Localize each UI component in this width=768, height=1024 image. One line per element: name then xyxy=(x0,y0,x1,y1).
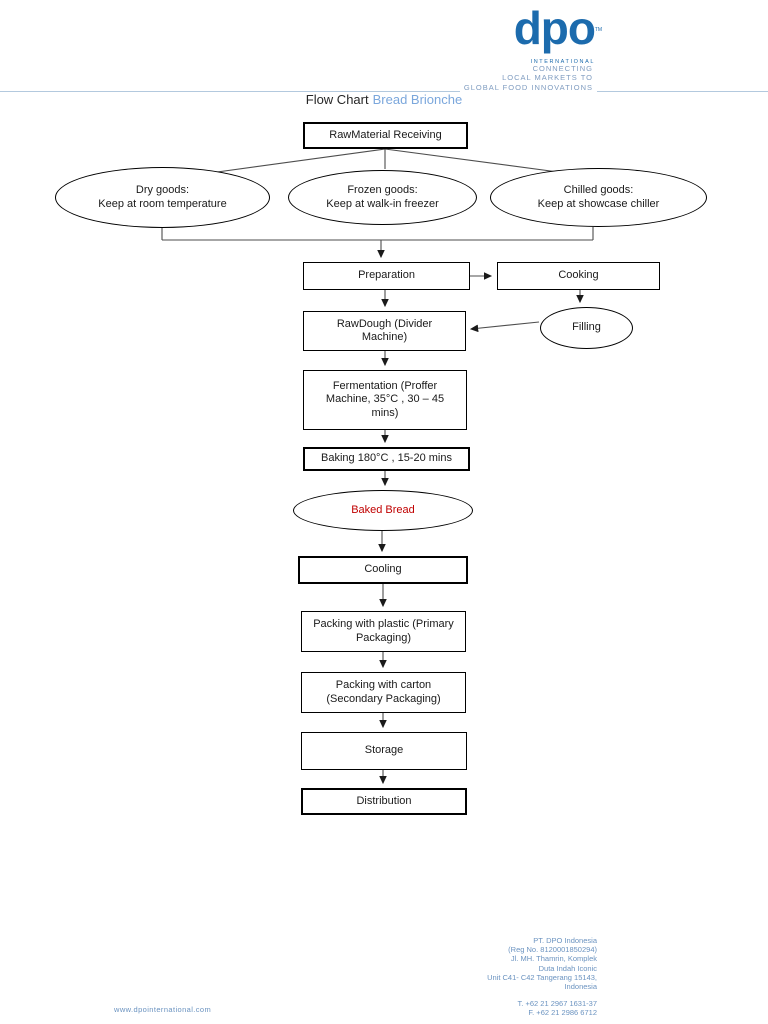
tagline-line: LOCAL MARKETS TO xyxy=(502,73,593,83)
page-title-highlight: Bread Brionche xyxy=(372,92,463,107)
flow-node-dry-goods: Dry goods: Keep at room temperature xyxy=(55,167,270,228)
address-line: (Reg No. 8120001850294) xyxy=(508,945,597,955)
flow-node-preparation: Preparation xyxy=(303,262,470,290)
company-address-block: PT. DPO Indonesia (Reg No. 8120001850294… xyxy=(487,936,597,1018)
flow-node-cooling: Cooling xyxy=(298,556,468,584)
address-line: Duta Indah Iconic xyxy=(538,963,597,973)
tagline-line: CONNECTING xyxy=(532,64,593,73)
flow-node-baking: Baking 180°C , 15-20 mins xyxy=(303,447,470,471)
address-line: Indonesia xyxy=(564,982,597,992)
flow-node-filling: Filling xyxy=(540,307,633,349)
address-line: Unit C41- C42 Tangerang 15143, xyxy=(487,972,597,982)
connector-lines xyxy=(161,148,594,785)
phone-fax-block: T. +62 21 2967 1631-37 F. +62 21 2986 67… xyxy=(487,999,597,1017)
flow-node-fermentation: Fermentation (Proffer Machine, 35°C , 30… xyxy=(303,370,467,430)
flow-node-storage: Storage xyxy=(301,732,467,770)
header-divider xyxy=(0,91,768,92)
flow-node-raw-dough: RawDough (Divider Machine) xyxy=(303,311,466,351)
dpo-logo-text: dpo xyxy=(513,2,596,54)
flow-node-raw-material-receiving: RawMaterial Receiving xyxy=(303,122,468,149)
fax-line: F. +62 21 2986 6712 xyxy=(528,1008,597,1018)
flow-node-chilled-goods: Chilled goods: Keep at showcase chiller xyxy=(490,168,707,227)
dpo-tagline: CONNECTING LOCAL MARKETS TO GLOBAL FOOD … xyxy=(459,64,597,93)
flow-node-packing-secondary: Packing with carton (Secondary Packaging… xyxy=(301,672,466,713)
flow-node-frozen-goods: Frozen goods: Keep at walk-in freezer xyxy=(288,170,477,225)
website-link[interactable]: www.dpointernational.com xyxy=(114,1005,212,1014)
page-title-prefix: Flow Chart xyxy=(305,92,369,107)
address-line: PT. DPO Indonesia xyxy=(533,936,597,945)
address-line: Jl. MH. Thamrin, Komplek xyxy=(510,954,597,964)
flow-node-baked-bread: Baked Bread xyxy=(293,490,473,531)
phone-line: T. +62 21 2967 1631-37 xyxy=(517,999,597,1009)
flow-node-packing-primary: Packing with plastic (Primary Packaging) xyxy=(301,611,466,652)
trademark-symbol: TM xyxy=(594,27,602,33)
flow-node-distribution: Distribution xyxy=(301,788,467,815)
flow-node-cooking: Cooking xyxy=(497,262,660,290)
tagline-line: GLOBAL FOOD INNOVATIONS xyxy=(463,82,593,92)
